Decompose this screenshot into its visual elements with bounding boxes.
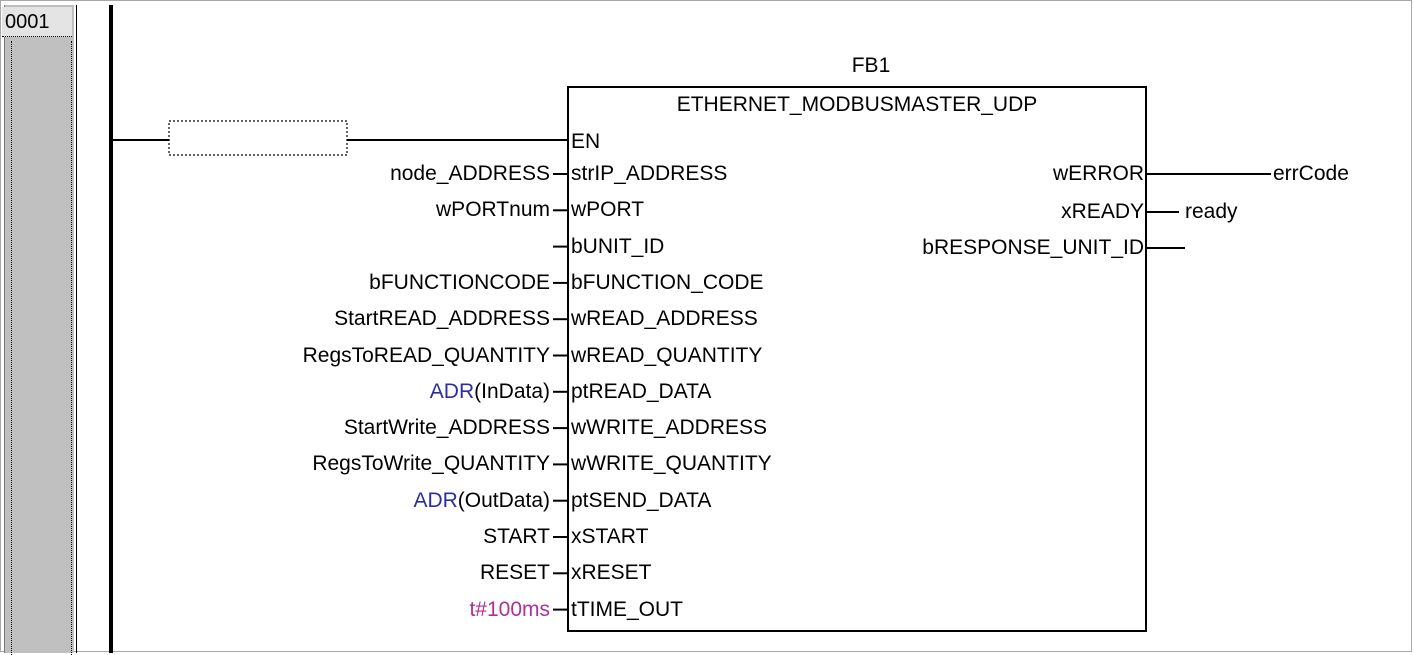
argument-text: t#100ms xyxy=(469,597,550,621)
input-argument[interactable]: node_ADDRESS xyxy=(201,162,550,186)
network-number[interactable]: 0001 xyxy=(2,7,72,37)
block-input-pin: wPORT xyxy=(571,198,645,222)
input-argument[interactable]: RegsToREAD_QUANTITY xyxy=(201,344,550,368)
function-block-box[interactable] xyxy=(567,86,1147,632)
block-output-pin: bRESPONSE_UNIT_ID xyxy=(922,236,1144,259)
input-argument[interactable]: START xyxy=(201,525,550,549)
network-gutter xyxy=(4,5,74,655)
argument-text: RegsToREAD_QUANTITY xyxy=(302,343,550,367)
block-input-pin: ptSEND_DATA xyxy=(571,488,712,512)
block-pin-en: EN xyxy=(571,130,601,153)
operator-keyword: ADR xyxy=(429,379,475,403)
block-input-pin: bFUNCTION_CODE xyxy=(571,270,764,294)
input-argument[interactable]: RegsToWrite_QUANTITY xyxy=(201,452,550,476)
argument-text: RegsToWrite_QUANTITY xyxy=(312,452,550,476)
output-target[interactable]: errCode xyxy=(1273,162,1349,185)
argument-text: StartREAD_ADDRESS xyxy=(334,307,550,331)
network-gutter-marker xyxy=(11,41,72,655)
input-argument[interactable]: ADR(OutData) xyxy=(201,489,550,513)
block-input-pin: xRESET xyxy=(571,561,652,585)
block-output-pin: wERROR xyxy=(1052,162,1144,185)
input-argument[interactable]: wPORTnum xyxy=(201,198,550,222)
argument-text: wPORTnum xyxy=(436,198,550,222)
operator-keyword: ADR xyxy=(413,488,458,512)
block-input-pin: wREAD_ADDRESS xyxy=(571,307,758,331)
argument-text: node_ADDRESS xyxy=(390,162,550,185)
argument-text: (OutData) xyxy=(457,488,550,512)
block-type-name: ETHERNET_MODBUSMASTER_UDP xyxy=(676,93,1038,116)
block-input-pin: tTIME_OUT xyxy=(571,597,684,621)
block-output-pin: xREADY xyxy=(1061,200,1144,223)
block-input-pin: strIP_ADDRESS xyxy=(571,162,728,185)
output-target[interactable]: ready xyxy=(1185,200,1238,223)
input-argument[interactable]: StartREAD_ADDRESS xyxy=(201,307,550,331)
argument-text: START xyxy=(483,525,550,548)
contact-placeholder[interactable] xyxy=(168,120,348,156)
input-argument[interactable]: RESET xyxy=(201,561,550,585)
block-input-pin: wWRITE_ADDRESS xyxy=(571,416,768,440)
input-argument[interactable]: t#100ms xyxy=(201,598,550,622)
argument-text: (InData) xyxy=(474,379,550,403)
left-power-rail xyxy=(109,5,113,653)
argument-text: StartWrite_ADDRESS xyxy=(343,416,550,440)
argument-text: bFUNCTIONCODE xyxy=(369,270,550,294)
block-input-pin: wREAD_QUANTITY xyxy=(571,343,763,367)
gutter-separator xyxy=(76,5,77,653)
block-instance-name[interactable]: FB1 xyxy=(851,54,891,77)
input-argument[interactable]: StartWrite_ADDRESS xyxy=(201,416,550,440)
argument-text: RESET xyxy=(479,561,550,585)
input-argument[interactable]: bFUNCTIONCODE xyxy=(201,271,550,295)
input-argument[interactable]: ADR(InData) xyxy=(201,380,550,404)
block-input-pin: wWRITE_QUANTITY xyxy=(571,452,772,476)
block-input-pin: xSTART xyxy=(571,525,649,548)
block-input-pin: ptREAD_DATA xyxy=(571,379,712,403)
input-pin-ticks xyxy=(553,173,568,611)
block-input-pin: bUNIT_ID xyxy=(571,234,665,258)
